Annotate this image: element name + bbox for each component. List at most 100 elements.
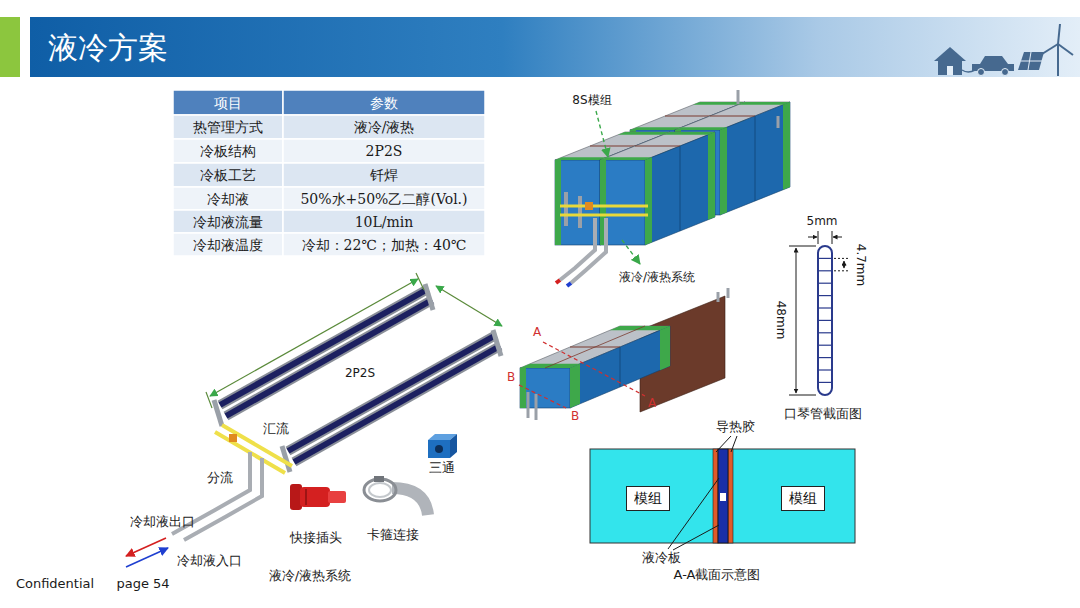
part-label: 汇流: [263, 422, 289, 437]
harmonica-tube: [819, 283, 831, 284]
header-bar: [0, 17, 20, 77]
harmonica-tube: [819, 320, 831, 321]
parameter-table: [283, 139, 485, 163]
hose-clamp: [364, 479, 396, 501]
leader-line: [716, 436, 731, 452]
quick-connector: [300, 487, 330, 507]
header-bar: [30, 17, 1080, 77]
dimension: 5mm: [806, 215, 837, 229]
parameter-table: [173, 115, 283, 139]
hose-clamp: [369, 483, 391, 497]
module-with-cold-plate: [620, 347, 621, 387]
cold-plate: [288, 335, 496, 451]
header-icons: [934, 24, 1073, 76]
module-box: 模组: [781, 486, 825, 511]
module-assembly: [560, 218, 595, 280]
table-header: 项目: [214, 94, 242, 110]
part-label: 液冷板: [642, 551, 681, 566]
module-assembly: [571, 218, 606, 283]
module-assembly: [556, 280, 560, 283]
harmonica-tube: [819, 332, 831, 333]
section-line: [519, 385, 566, 408]
cold-plate: [425, 284, 433, 310]
harmonica-tube: [818, 246, 832, 395]
table-cell: 冷板结构: [200, 143, 256, 159]
table-header: 参数: [370, 94, 398, 110]
section-view: [718, 449, 728, 543]
module-assembly: [567, 283, 571, 286]
part-label: 2P2S: [345, 367, 375, 381]
manifold-pipe: [184, 458, 262, 540]
dimension-line: [808, 237, 817, 238]
parameter-table: [173, 233, 283, 256]
quick-connector: [328, 491, 346, 503]
dimension-line: [796, 248, 797, 393]
harmonica-tube: [819, 345, 831, 346]
part-label: 卡箍连接: [367, 528, 419, 543]
module-assembly: [564, 192, 568, 226]
harmonica-tube: [819, 295, 831, 296]
dimension-line: [834, 270, 850, 271]
dimension-line: [844, 261, 845, 268]
dimension-bracket: [210, 279, 418, 396]
table-cell: 钎焊: [370, 167, 398, 183]
module-box: 模组: [626, 486, 670, 511]
parameter-table: [173, 139, 283, 163]
module-assembly: [737, 90, 740, 104]
module-with-cold-plate: [717, 292, 720, 302]
harmonica-tube: [819, 357, 831, 358]
dimension-line: [789, 246, 816, 247]
flow-arrow: [126, 538, 168, 567]
dimension-line: [832, 231, 833, 244]
part-label: 分流: [207, 471, 233, 486]
cold-plate: [294, 346, 500, 462]
leader-arrow: [622, 240, 640, 264]
cold-plate: [288, 335, 496, 451]
module-assembly: [600, 132, 715, 245]
figure-caption: 液冷/液热系统: [269, 569, 351, 584]
box-text: 模组: [634, 490, 662, 506]
header-icons: [1057, 44, 1059, 76]
table-cell: 冷板工艺: [200, 167, 256, 183]
module-with-cold-plate: [727, 288, 730, 298]
section-view: [713, 449, 718, 543]
header-icons: [934, 47, 966, 61]
dimension-line: [833, 237, 842, 238]
table-cell: 2P2S: [366, 143, 403, 159]
section-view: [720, 493, 726, 501]
parameter-table: [173, 90, 485, 256]
cold-plate: [294, 346, 500, 462]
harmonica-tube: [819, 382, 831, 383]
flow-arrow: [126, 548, 168, 567]
header-icons: [938, 61, 962, 75]
footer-text: Confidential: [16, 577, 94, 592]
header-icons: [1058, 44, 1073, 55]
module-with-cold-plate: [520, 288, 728, 420]
leader-line: [731, 436, 737, 452]
quick-connector: [290, 484, 346, 510]
harmonica-tube: [819, 270, 831, 271]
header-icons: [947, 66, 953, 75]
part-label: 液冷/液热系统: [619, 271, 695, 285]
module-with-cold-plate: [570, 326, 670, 408]
parameter-table: [283, 210, 485, 233]
harmonica-tube: [819, 307, 831, 308]
module-assembly: [560, 214, 648, 217]
parameter-table: [283, 187, 485, 210]
module-with-cold-plate: [535, 394, 538, 420]
cold-plate: [214, 400, 222, 426]
parameter-table: [283, 90, 485, 115]
dimension-line: [789, 231, 850, 395]
parameter-table: [173, 210, 283, 233]
module-assembly: [555, 90, 790, 286]
table-cell: 10L/min: [355, 213, 414, 229]
table-cell: 热管理方式: [193, 119, 263, 135]
header-icons: [978, 69, 985, 76]
dimension-bracket: [436, 286, 502, 326]
part-label: 冷却液入口: [177, 554, 242, 569]
harmonica-tube: [819, 258, 831, 382]
leader-arrow: [596, 111, 640, 264]
hose-clamp: [364, 476, 428, 515]
part-label: 三通: [429, 461, 455, 476]
